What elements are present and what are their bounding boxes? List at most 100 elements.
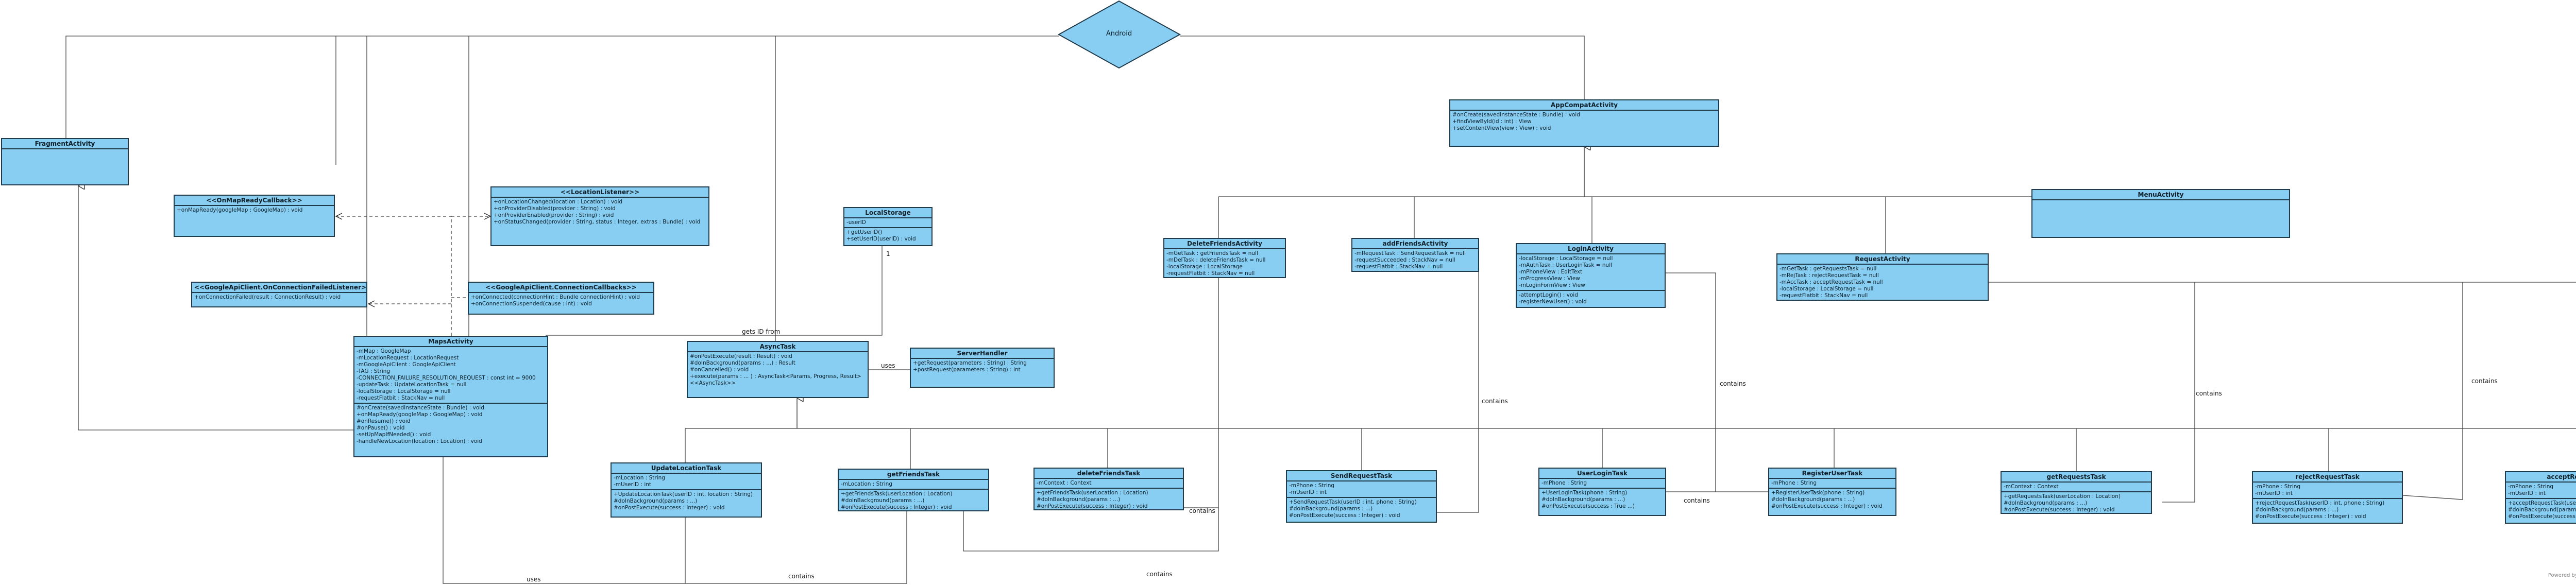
class-rejectrequesttask[interactable]: rejectRequestTask -mPhone : String -mUse… xyxy=(2252,471,2403,524)
class-acceptrequesttask[interactable]: acceptRequestTask -mPhone : String -mUse… xyxy=(2505,471,2576,524)
method-row: +getFriendsTask(userLocation : Location) xyxy=(841,491,953,497)
class-getfriendstask[interactable]: getFriendsTask -mLocation : String +getF… xyxy=(838,469,989,511)
method-row: #onPostExecute(success : Integer) : void xyxy=(614,505,725,511)
method-row: #doInBackground(params : ...) xyxy=(1037,496,1121,503)
interface-onconnectionfailedlistener[interactable]: <<GoogleApiClient.OnConnectionFailedList… xyxy=(191,282,367,307)
field-row: -requestSucceeded : StackNav = null xyxy=(1354,257,1455,263)
field-row: -updateTask : UpdateLocationTask = null xyxy=(357,382,467,388)
class-updatelocationtask[interactable]: UpdateLocationTask -mLocation : String -… xyxy=(611,462,762,518)
field-row: -mPhone : String xyxy=(2255,484,2301,490)
class-menuactivity-name: MenuActivity xyxy=(2032,190,2289,200)
class-mapsactivity-name: MapsActivity xyxy=(354,337,547,347)
class-userlogintask[interactable]: UserLoginTask -mPhone : String +UserLogi… xyxy=(1538,468,1666,516)
interface-locationlistener-methods: +onLocationChanged(location : Location) … xyxy=(492,198,708,227)
method-row: +getRequestsTask(userLocation : Location… xyxy=(2004,493,2121,500)
relation-label-contains: contains xyxy=(2196,390,2222,397)
field-row: -localStorage : LocalStorage = null xyxy=(1519,255,1613,262)
method-row: +acceptRequestTask(userID : int, phone :… xyxy=(2508,500,2576,506)
maps-realizes-onmapready xyxy=(336,216,452,336)
class-deletefriendstask-name: deleteFriendsTask xyxy=(1035,469,1183,479)
field-row: -requestFlatbit : StackNav = null xyxy=(357,395,445,401)
method-row: +RegisterUserTask(phone : String) xyxy=(1771,490,1865,496)
class-appcompatactivity[interactable]: AppCompatActivity #onCreate(savedInstanc… xyxy=(1449,99,1719,147)
field-row: -TAG : String xyxy=(357,368,391,374)
field-row: -localStorage : LocalStorage xyxy=(1166,264,1243,270)
class-serverhandler-methods: +getRequest(parameters : String) : Strin… xyxy=(911,359,1054,374)
relation-label-contains: contains xyxy=(2471,377,2498,385)
class-getfriendstask-name: getFriendsTask xyxy=(839,470,988,480)
class-deletefriendsactivity-name: DeleteFriendsActivity xyxy=(1164,239,1285,249)
field-row: -mGetTask : getFriendsTask = null xyxy=(1166,250,1258,256)
class-serverhandler-name: ServerHandler xyxy=(911,349,1054,359)
footer-powered-by: Powered by Visual Paradigm Community Edi… xyxy=(2548,573,2576,578)
class-fragmentactivity[interactable]: FragmentActivity xyxy=(1,138,129,185)
method-row: #onPostExecute(success : Integer) : void xyxy=(841,504,952,510)
class-acceptrequesttask-fields: -mPhone : String -mUserID : int xyxy=(2506,483,2576,499)
method-row: +SendRequestTask(userID : int, phone : S… xyxy=(1289,499,1417,505)
relation-label-contains: contains xyxy=(1146,571,1173,578)
method-row: #doInBackground(params : ...) : Result xyxy=(690,360,795,366)
method-row: +onStatusChanged(provider : String, stat… xyxy=(494,219,701,225)
class-serverhandler[interactable]: ServerHandler +getRequest(parameters : S… xyxy=(910,348,1055,388)
method-row: #onPostExecute(success : True ...) xyxy=(1541,503,1635,509)
class-localstorage[interactable]: LocalStorage -userID +getUserID() +setUs… xyxy=(843,207,933,246)
class-registerusertask[interactable]: RegisterUserTask -mPhone : String +Regis… xyxy=(1768,468,1896,516)
class-addfriendsactivity-name: addFriendsActivity xyxy=(1352,239,1478,249)
class-sendrequesttask[interactable]: SendRequestTask -mPhone : String -mUserI… xyxy=(1286,470,1437,523)
class-sendrequesttask-methods: +SendRequestTask(userID : int, phone : S… xyxy=(1287,498,1436,520)
class-mapsactivity-fields: -mMap : GoogleMap -mLocationRequest : Lo… xyxy=(354,347,547,404)
class-mapsactivity-methods: #onCreate(savedInstanceState : Bundle) :… xyxy=(354,404,547,446)
class-asynctask-name: AsyncTask xyxy=(688,342,868,352)
interface-connectioncallbacks[interactable]: <<GoogleApiClient.ConnectionCallbacks>> … xyxy=(468,282,654,315)
method-row: +onProviderEnabled(provider : String) : … xyxy=(494,212,614,218)
method-row: +execute(params : ... ) : AsyncTask<Para… xyxy=(690,373,861,380)
method-row: +getFriendsTask(userLocation : Location) xyxy=(1037,490,1148,496)
class-requestactivity[interactable]: RequestActivity -mGetTask : getRequestsT… xyxy=(1776,253,1989,301)
class-loginactivity[interactable]: LoginActivity -localStorage : LocalStora… xyxy=(1516,243,1666,308)
field-row: -userID xyxy=(846,219,866,226)
class-menuactivity[interactable]: MenuActivity xyxy=(2031,189,2290,238)
method-row: +UserLoginTask(phone : String) xyxy=(1541,490,1628,496)
class-updatelocationtask-fields: -mLocation : String -mUserID : int xyxy=(612,474,761,490)
request-contains-rejectrequest xyxy=(2195,282,2463,500)
class-deletefriendsactivity[interactable]: DeleteFriendsActivity -mGetTask : getFri… xyxy=(1163,238,1286,278)
interface-locationlistener[interactable]: <<LocationListener>> +onLocationChanged(… xyxy=(490,186,709,246)
interface-onmapreadycallback-methods: +onMapReady(googleMap : GoogleMap) : voi… xyxy=(175,206,334,215)
class-getrequeststask-methods: +getRequestsTask(userLocation : Location… xyxy=(2002,492,2151,514)
class-deletefriendstask-fields: -mContext : Context xyxy=(1035,479,1183,489)
class-getfriendstask-methods: +getFriendsTask(userLocation : Location)… xyxy=(839,490,988,512)
method-row: #onPause() : void xyxy=(357,425,405,431)
interface-onmapreadycallback[interactable]: <<OnMapReadyCallback>> +onMapReady(googl… xyxy=(174,195,335,237)
maps-extends-fragmentactivity xyxy=(78,186,353,431)
method-row: +onProviderDisabled(provider : String) :… xyxy=(494,205,616,212)
class-getrequeststask[interactable]: getRequestsTask -mContext : Context +get… xyxy=(2001,471,2152,514)
class-sendrequesttask-fields: -mPhone : String -mUserID : int xyxy=(1287,481,1436,498)
class-mapsactivity[interactable]: MapsActivity -mMap : GoogleMap -mLocatio… xyxy=(353,336,548,457)
class-deletefriendstask[interactable]: deleteFriendsTask -mContext : Context +g… xyxy=(1033,468,1184,510)
method-row: +getRequest(parameters : String) : Strin… xyxy=(913,360,1027,366)
method-row: <<AsyncTask>> xyxy=(690,380,736,386)
class-appcompatactivity-methods: #onCreate(savedInstanceState : Bundle) :… xyxy=(1450,111,1718,133)
class-deletefriendstask-methods: +getFriendsTask(userLocation : Location)… xyxy=(1035,489,1183,511)
class-asynctask-methods: #onPostExecute(result : Result) : void #… xyxy=(688,352,868,388)
class-loginactivity-methods: -attemptLogin() : void -registerNewUser(… xyxy=(1517,291,1665,306)
relation-label-uses-server: uses xyxy=(881,362,895,369)
field-row: -requestFlatbit : StackNav = null xyxy=(1354,264,1443,270)
class-asynctask[interactable]: AsyncTask #onPostExecute(result : Result… xyxy=(687,341,869,398)
method-row: #onPostExecute(success : Integer) : void xyxy=(1289,512,1400,519)
relation-label-contains: contains xyxy=(1189,507,1215,514)
method-row: +onMapReady(googleMap : GoogleMap) : voi… xyxy=(357,411,483,418)
class-addfriendsactivity[interactable]: addFriendsActivity -mRequestTask : SendR… xyxy=(1351,238,1479,272)
field-row: -localStorage : LocalStorage = null xyxy=(357,388,451,394)
class-deletefriendsactivity-fields: -mGetTask : getFriendsTask = null -mDelT… xyxy=(1164,249,1285,278)
field-row: -mPhone : String xyxy=(1541,480,1587,486)
field-row: -mPhone : String xyxy=(2508,484,2554,490)
relation-label-contains: contains xyxy=(1684,497,1710,504)
field-row: -mPhone : String xyxy=(1289,483,1335,489)
method-row: #onPostExecute(result : Result) : void xyxy=(690,353,792,359)
interface-connectioncallbacks-name: <<GoogleApiClient.ConnectionCallbacks>> xyxy=(469,283,653,293)
android-decision-node[interactable] xyxy=(1057,0,1181,69)
class-rejectrequesttask-name: rejectRequestTask xyxy=(2253,472,2402,483)
field-row: -mProgressView : View xyxy=(1519,276,1580,282)
